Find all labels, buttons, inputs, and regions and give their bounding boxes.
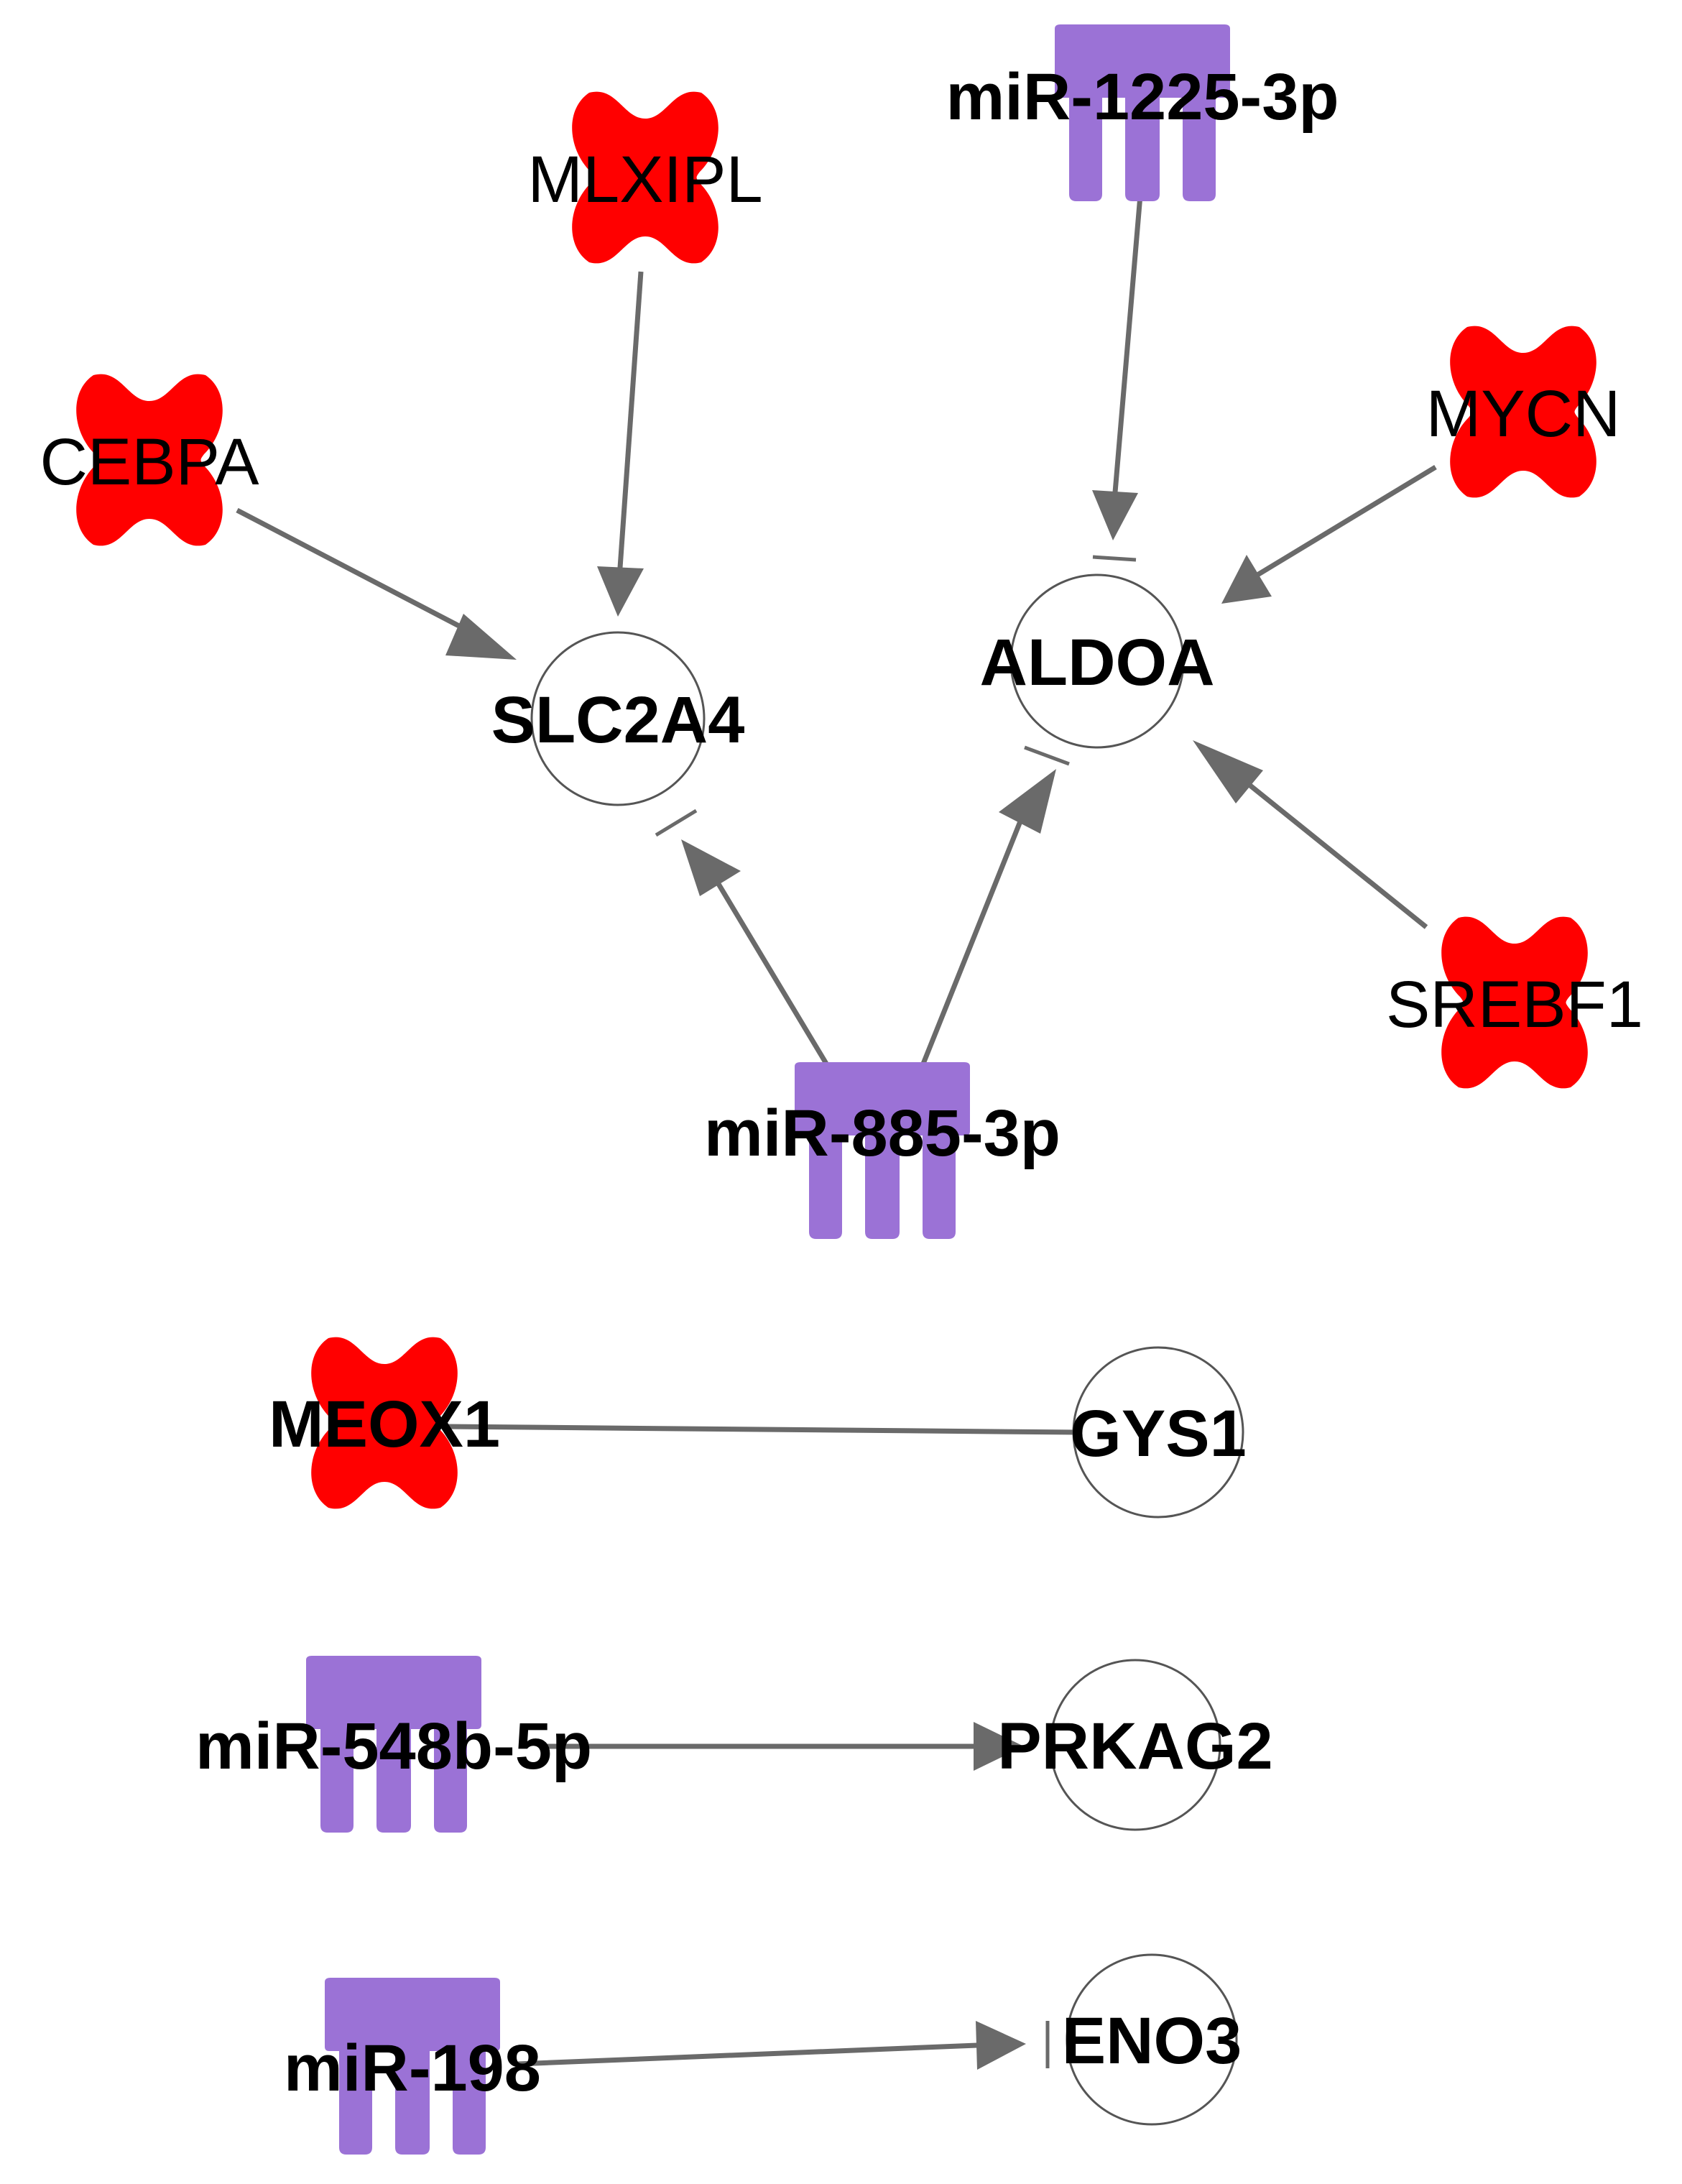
node-label: GYS1 <box>1070 1397 1246 1470</box>
node-srebf1[interactable]: SREBF1 <box>1386 916 1643 1089</box>
node-label: PRKAG2 <box>997 1710 1272 1783</box>
node-label: MEOX1 <box>269 1388 500 1461</box>
node-label: MYCN <box>1426 377 1621 451</box>
edge-mir548b-prkag2[interactable] <box>546 1722 1024 1771</box>
edge-mir1225-aldoa[interactable] <box>1092 195 1143 562</box>
node-slc2a4[interactable]: SLC2A4 <box>491 631 745 806</box>
target-circle <box>1072 1346 1244 1519</box>
edge-mlxipl-slc2a4[interactable] <box>597 271 644 617</box>
node-label: miR-1225-3p <box>946 60 1339 134</box>
node-aldoa[interactable]: ALDOA <box>979 573 1215 749</box>
node-label: SLC2A4 <box>491 683 745 757</box>
node-gys1[interactable]: GYS1 <box>1070 1346 1247 1519</box>
edge-mir885-aldoa[interactable] <box>920 745 1070 1065</box>
target-circle <box>530 631 706 806</box>
node-label: MLXIPL <box>527 143 762 216</box>
node-label: miR-548b-5p <box>195 1710 592 1783</box>
target-circle <box>1009 573 1185 749</box>
node-label: miR-885-3p <box>704 1097 1061 1170</box>
edge-meox1-gys1[interactable] <box>445 1424 1078 1435</box>
edge-srebf1-aldoa[interactable] <box>1193 740 1428 929</box>
edge-cebpa-slc2a4[interactable] <box>236 507 517 660</box>
node-mlxipl[interactable]: MLXIPL <box>527 91 763 264</box>
node-cebpa[interactable]: CEBPA <box>40 374 259 546</box>
target-circle <box>1049 1659 1221 1831</box>
node-eno3[interactable]: ENO3 <box>1062 1953 1242 2126</box>
node-label: CEBPA <box>40 425 259 499</box>
node-mir-198[interactable]: miR-198 <box>284 1978 541 2155</box>
node-prkag2[interactable]: PRKAG2 <box>997 1659 1273 1831</box>
node-mir-1225-3p[interactable]: miR-1225-3p <box>946 24 1339 201</box>
node-meox1[interactable]: MEOX1 <box>269 1337 500 1509</box>
node-label: ENO3 <box>1062 2004 1242 2078</box>
edges <box>236 195 1437 2070</box>
node-mir-548b-5p[interactable]: miR-548b-5p <box>195 1656 592 1833</box>
edge-mir885-slc2a4[interactable] <box>655 808 831 1069</box>
node-label: ALDOA <box>979 626 1214 699</box>
node-mir-885-3p[interactable]: miR-885-3p <box>704 1062 1061 1239</box>
edge-mycn-aldoa[interactable] <box>1221 465 1437 604</box>
node-label: SREBF1 <box>1386 968 1643 1041</box>
node-mycn[interactable]: MYCN <box>1426 326 1621 498</box>
target-circle <box>1066 1953 1238 2126</box>
node-label: miR-198 <box>284 2032 541 2105</box>
edge-mir198-eno3[interactable] <box>517 2021 1050 2070</box>
